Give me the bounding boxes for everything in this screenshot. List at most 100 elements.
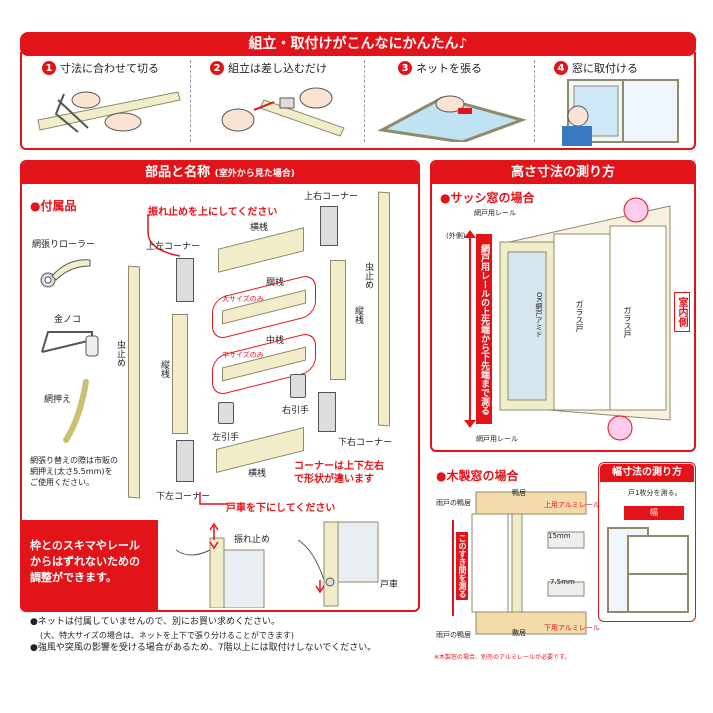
width-arrow: 幅 xyxy=(624,506,684,520)
spline-note-line: ご使用ください。 xyxy=(30,478,94,487)
step-number: 1 xyxy=(42,61,56,75)
cutting-illustration xyxy=(37,91,181,133)
upper-right-corner-label: 上右コーナー xyxy=(304,192,359,202)
assembly-illustration xyxy=(221,87,345,137)
upper-rail-label: 上用アルミレール xyxy=(544,501,600,509)
anti-sway-detail xyxy=(175,522,265,608)
lower-left-corner-label: 下左コーナー xyxy=(156,492,211,502)
measure-arrow xyxy=(469,234,471,424)
spline-icon xyxy=(63,379,89,443)
step-3: 3 ネットを張る xyxy=(398,60,482,76)
step-label: ネットを張る xyxy=(416,62,482,75)
sash-heading: ●サッシ窓の場合 xyxy=(440,191,535,205)
install-illustration xyxy=(562,79,679,146)
parts-title: 部品と名称 xyxy=(145,165,211,180)
wood-heading: ●木製窓の場合 xyxy=(436,469,519,483)
wood-measure-bar xyxy=(452,520,454,616)
lower-left-corner xyxy=(176,440,194,482)
door-roller-label: 戸車 xyxy=(380,580,399,590)
middle-beam-1-label: 胴桟 xyxy=(266,278,285,288)
parts-title-note: (室外から見た場合) xyxy=(214,169,295,179)
measure-arrow-bottom xyxy=(464,420,476,428)
roller-note-pointer xyxy=(199,492,228,505)
shikii-label: 敷居 xyxy=(512,629,526,637)
top-beam-label: 横桟 xyxy=(250,223,269,233)
right-vertical-beam xyxy=(330,260,346,380)
saw-icon xyxy=(41,331,99,357)
left-handle-label: 左引手 xyxy=(212,433,240,443)
left-vertical-beam-label: 縦桟 xyxy=(159,360,169,378)
footnotes: ●ネットは付属していませんので、別にお買い求めください。 (大、特大サイズの場合… xyxy=(30,616,430,655)
top-steps-panel xyxy=(20,52,696,150)
lower-right-corner-label: 下右コーナー xyxy=(338,438,393,448)
upper-left-corner-label: 上左コーナー xyxy=(146,242,201,252)
spline-note-line: 網押え(太さ5.5mm)を xyxy=(30,467,113,476)
step-number: 2 xyxy=(210,61,224,75)
left-bug-stop-label: 虫止め xyxy=(115,340,125,367)
ok-label: OK網戸アミド xyxy=(535,292,543,338)
measure-arrow-top xyxy=(464,230,476,238)
footnote-1: ●ネットは付属していませんので、別にお買い求めください。 xyxy=(30,617,280,627)
wood-window-illustration xyxy=(471,491,587,635)
glass-door-label-2: ガラス戸 xyxy=(623,306,632,338)
anti-sway-note: 振れ止めを上にしてください xyxy=(148,207,278,218)
right-handle-label: 右引手 xyxy=(282,406,310,416)
amado-bottom-label: 雨戸の鴨居 xyxy=(436,631,471,639)
anti-sway-pointer xyxy=(147,214,181,257)
adjust-note-line: からはずれないための xyxy=(30,555,140,568)
saw-label: 金ノコ xyxy=(54,315,82,325)
outside-label: (外側) xyxy=(446,232,466,240)
footnote-3: ●強風や突風の影響を受ける場合があるため、7階以上には取付けしないでください。 xyxy=(30,643,377,653)
height-title-bar: 高さ寸法の測り方 xyxy=(432,162,694,184)
step-divider xyxy=(534,60,535,142)
step-label: 窓に取付ける xyxy=(572,62,638,75)
net-illustration xyxy=(377,95,527,142)
corner-note-line: で形状が違います xyxy=(294,474,374,485)
right-bug-stop xyxy=(378,191,390,427)
roller-note: 戸車を下にしてください xyxy=(226,503,336,514)
right-bug-stop-label: 虫止め xyxy=(363,262,373,289)
wood-note: ※木製窓の場合、別売のアルミレールが必要です。 xyxy=(434,654,571,661)
lower-right-corner xyxy=(318,392,336,432)
parts-panel xyxy=(20,160,420,612)
spline-note-line: 網張り替えの際は市販の xyxy=(30,456,118,465)
dim-7-5-label: 7.5mm xyxy=(550,578,575,586)
middle-beam-2-tag: 中サイズのみ xyxy=(222,351,264,359)
top-banner: 組立・取付けがこんなにかんたん♪ xyxy=(20,32,696,56)
door-roller-detail xyxy=(297,521,379,607)
corner-note-line: コーナーは上下左右 xyxy=(294,461,384,472)
height-panel xyxy=(430,160,696,452)
parts-title-bar: 部品と名称 (室外から見た場合) xyxy=(22,162,418,184)
left-bug-stop xyxy=(128,265,140,499)
middle-beam-2-label: 中桟 xyxy=(266,336,285,346)
screen-rail-top-label: 網戸用レール xyxy=(474,209,516,217)
spline-label: 網押え xyxy=(44,395,72,405)
spline-note: 網張り替えの際は市販の 網押え(太さ5.5mm)を ご使用ください。 xyxy=(30,455,118,488)
measure-note: 網戸用レールの上先端から下先端まで測る xyxy=(476,234,492,424)
step-4: 4 窓に取付ける xyxy=(554,60,638,76)
accessories-heading: ●付属品 xyxy=(30,199,77,213)
right-handle xyxy=(290,374,306,398)
left-vertical-beam xyxy=(172,314,188,434)
wood-measure-label: このすき間を測る xyxy=(456,532,468,600)
step-divider xyxy=(364,60,365,142)
amado-top-label: 雨戸の鴨居 xyxy=(436,499,471,507)
screen-rail-bottom-label: 網戸用レール xyxy=(476,435,518,443)
left-handle xyxy=(218,402,234,424)
roller-icon xyxy=(40,259,91,288)
glass-door-label-1: ガラス戸 xyxy=(575,300,584,332)
bottom-beam-label: 横桟 xyxy=(248,469,267,479)
adjust-note-line: 調整ができます。 xyxy=(30,571,117,584)
width-label: 幅 xyxy=(650,508,658,517)
upper-right-corner xyxy=(320,206,338,246)
step-label: 寸法に合わせて切る xyxy=(60,62,159,75)
corner-note: コーナーは上下左右 で形状が違います xyxy=(294,460,384,486)
upper-left-corner xyxy=(176,258,194,302)
width-note: 戸1枚分を測る。 xyxy=(628,489,682,497)
lower-rail-label: 下用アルミレール xyxy=(544,624,600,632)
roller-label: 網張りローラー xyxy=(32,240,96,250)
width-title: 幅寸法の測り方 xyxy=(600,464,694,482)
width-panel xyxy=(598,462,696,622)
right-vertical-beam-label: 縦桟 xyxy=(353,306,363,324)
sash-window-illustration xyxy=(499,197,671,441)
